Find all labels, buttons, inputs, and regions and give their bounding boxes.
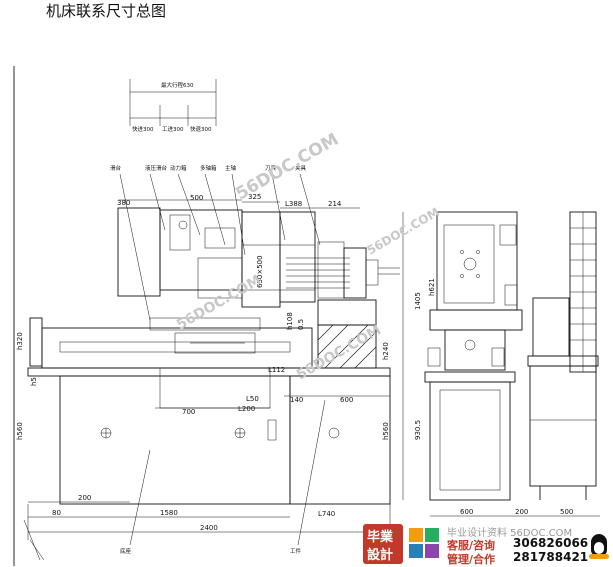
seal-bottom-text: 設計 [367,548,394,563]
dim-325: 325 [248,193,261,201]
qq-penguin-icon: QQ [589,534,609,560]
dim-h240: h240 [382,342,390,360]
dim-500-side: 500 [560,508,573,516]
dim-h560: h560 [16,422,24,440]
watermark-1: 56DOC.COM [233,130,343,205]
callout-5: 主轴 [225,164,237,172]
dim-2400: 2400 [200,524,218,532]
dim-h5: h5 [30,377,38,386]
dim-l200: L200 [238,405,255,413]
callout-9: 工件 [290,547,302,555]
bottom-dimensions: 200 80 1580 2400 L740 底座 工件 [23,399,391,561]
dim-80: 80 [52,509,61,517]
dim-500: 500 [190,194,203,202]
dim-h108: h108 [286,312,294,330]
dim-1405: 1405 [414,292,422,310]
dim-h560-right: h560 [382,422,390,440]
stroke-dimension-group: 最大行程630 快进300 工进300 快退300 [129,79,217,133]
manage-qq[interactable]: 281788421 [513,550,589,564]
dim-380: 380 [117,199,130,207]
dim-l740: L740 [318,510,335,518]
dim-1580: 1580 [160,509,178,517]
dim-fast-forward: 快进300 [132,125,154,133]
seal-top-text: 毕業 [367,530,394,545]
callout-1: 滑台 [110,164,122,172]
dim-600-side: 600 [460,508,473,516]
callout-6: 刀具 [265,165,277,172]
dim-140: 140 [290,396,303,404]
footer-brand: 毕業 設計 毕业设计资料 56DOC.COM 客服/咨询 306826066 管… [363,522,613,566]
dim-l50: L50 [246,395,259,403]
dim-200-side: 200 [515,508,528,516]
dim-700: 700 [182,408,195,416]
dim-h621: h621 [428,278,436,296]
callout-2: 液压滑台 [145,164,168,172]
side-view: 1405 h621 930.5 600 [402,211,523,517]
service-qq[interactable]: 306826066 [513,536,589,550]
tagline: 毕业设计资料 56DOC.COM [447,528,573,539]
page-title: 机床联系尺寸总图 [46,2,167,20]
callout-7: 夹具 [295,164,307,172]
dim-l388: L388 [285,200,302,208]
dim-630x500: 630×500 [256,255,264,288]
power-head: 380 500 325 L388 214 630×500 h108 0.5 [117,193,400,330]
dim-total-stroke: 最大行程630 [161,81,194,89]
callout-3: 动力箱 [170,164,187,172]
dim-work-feed: 工进300 [162,125,184,133]
dim-600: 600 [340,396,353,404]
dim-214: 214 [328,200,342,208]
watermark-2: 56DOC.COM [174,272,264,333]
hydraulic-station: 200 500 [510,211,600,517]
callout-4: 多轴箱 [200,164,217,172]
callout-labels: 滑台 液压滑台 动力箱 多轴箱 主轴 刀具 夹具 [110,164,321,321]
dim-h320: h320 [16,332,24,350]
manage-label: 管理/合作 [447,553,496,566]
base-assembly: h320 h5 h560 h240 h560 L112 L50 L200 700… [16,317,391,505]
dim-fast-back: 快退300 [190,125,212,133]
service-label: 客服/咨询 [447,539,496,552]
dim-930-5: 930.5 [414,420,422,440]
dim-200: 200 [78,494,91,502]
seal-logo: 毕業 設計 [363,524,403,564]
callout-8: 底座 [120,547,132,555]
puzzle-logo-icon [409,528,441,562]
dim-0-5: 0.5 [297,319,305,330]
dim-l112: L112 [268,366,285,374]
